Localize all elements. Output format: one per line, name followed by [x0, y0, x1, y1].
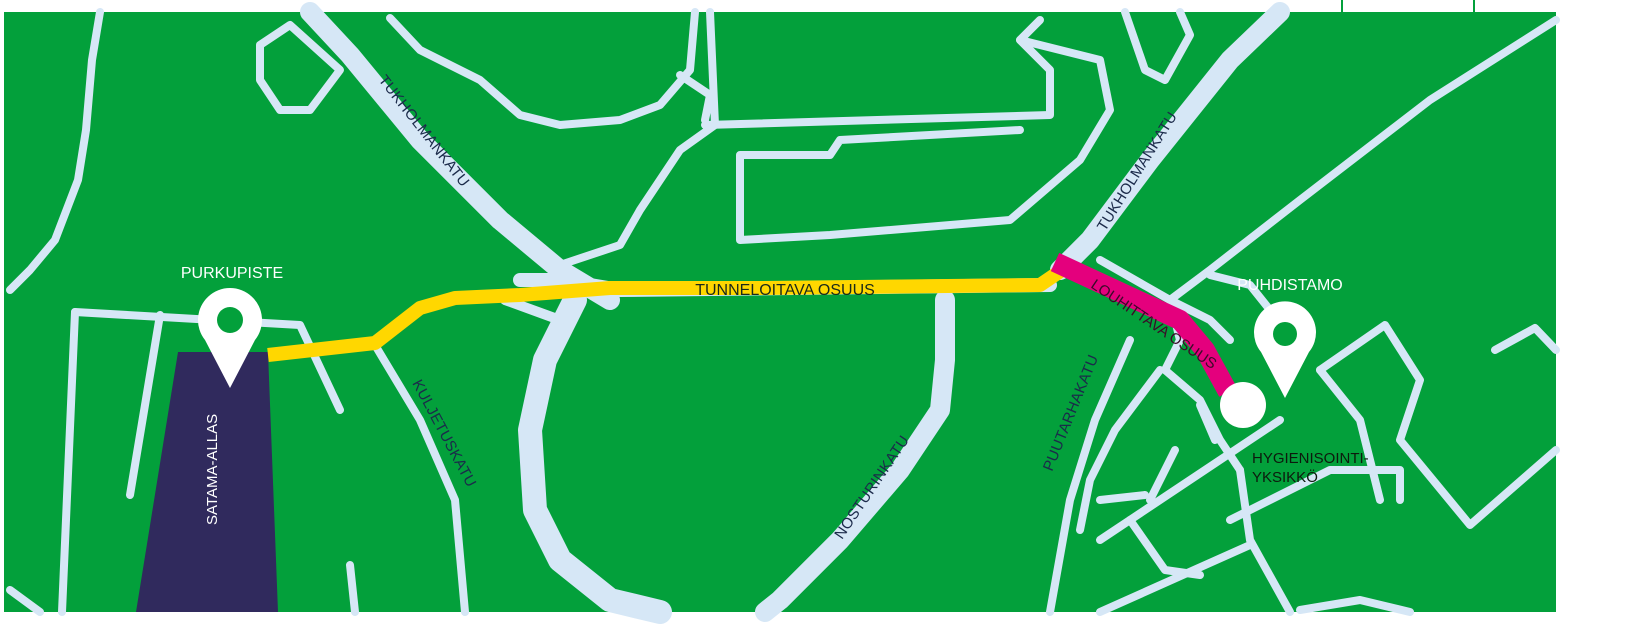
map-pin-hole — [1273, 322, 1297, 346]
top-margin — [0, 0, 1628, 12]
satama-allas-basin — [136, 352, 278, 612]
hygienisointi-label-line1: HYGIENISOINTI- — [1252, 450, 1369, 467]
puhdistamo-label: PUHDISTAMO — [1237, 277, 1342, 294]
bottom-margin — [0, 612, 1628, 635]
right-margin — [1556, 0, 1628, 635]
purkupiste-label: PURKUPISTE — [181, 265, 283, 282]
puhdistamo-marker[interactable] — [1253, 301, 1316, 398]
purkupiste-marker[interactable] — [198, 288, 262, 388]
left-margin — [0, 0, 4, 635]
circle-marker-icon[interactable] — [1220, 382, 1266, 428]
hygienisointi-label-line2: YKSIKKÖ — [1252, 468, 1318, 486]
main-roads — [300, 2, 1290, 624]
map-pin-hole — [217, 307, 243, 333]
tunnel-route — [267, 264, 1066, 362]
rock-route — [1050, 252, 1237, 397]
satama-allas-label: SATAMA-ALLAS — [204, 414, 221, 525]
map-pin-icon — [198, 288, 262, 388]
minor-roads — [6, 8, 1560, 616]
tunnel-route-label: TUNNELOITAVA OSUUS — [695, 282, 875, 299]
map-pin-icon — [1253, 301, 1316, 398]
